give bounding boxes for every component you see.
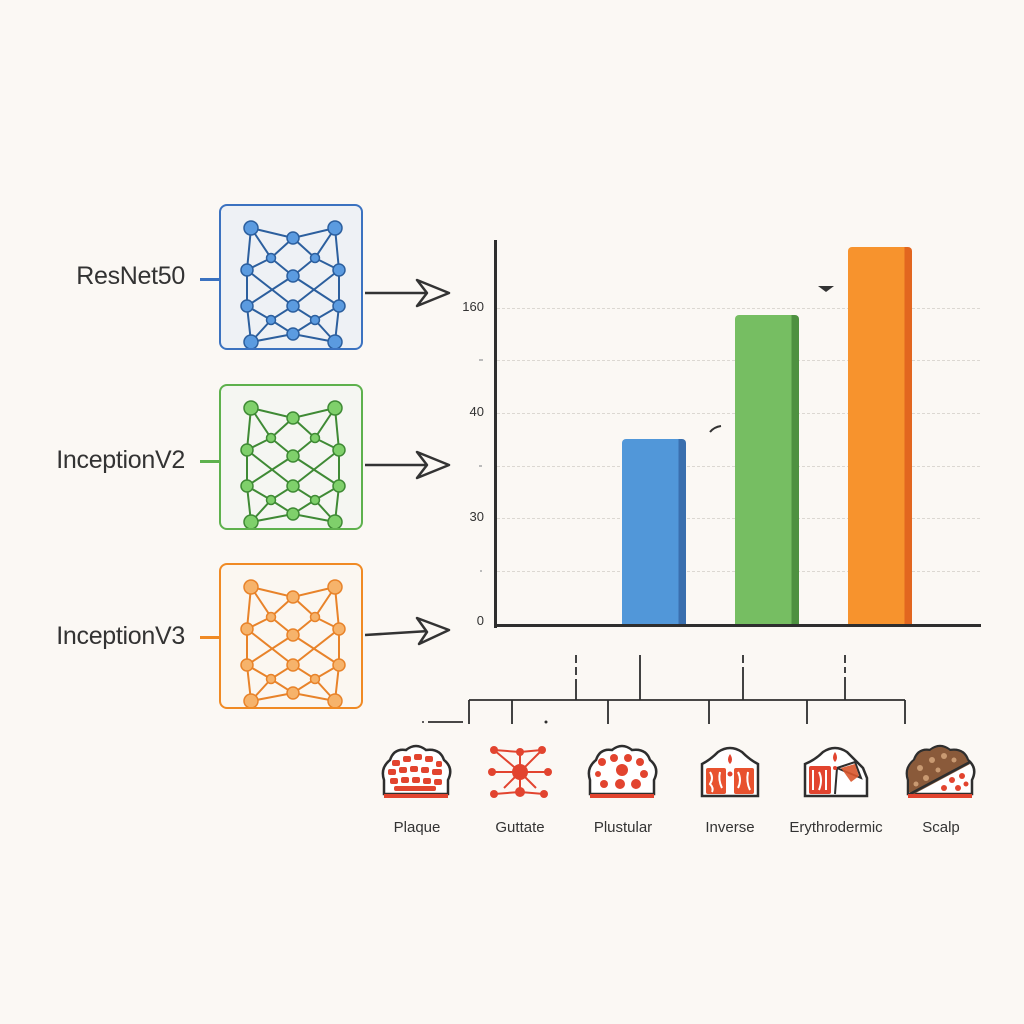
y-tick-label: 0 [476, 613, 484, 628]
category-label-guttate: Guttate [495, 819, 545, 836]
model-label-resnet50: ResNet50 [76, 262, 185, 290]
pustular-lesion-icon [587, 744, 658, 798]
neural-network-icon [240, 220, 346, 350]
category-label-pustular: Plustular [593, 819, 653, 836]
model-connector [200, 278, 219, 281]
model-connector [200, 460, 219, 463]
neural-network-icon [240, 400, 346, 530]
model-connector [200, 636, 219, 639]
category-label-plaque: Plaque [393, 819, 441, 836]
y-tick-label: 160 [462, 299, 484, 314]
y-minor-tick [479, 359, 483, 361]
arrow-right-icon [365, 450, 451, 480]
bar-inceptionv3[interactable] [848, 247, 912, 625]
plaque-lesion-icon [381, 744, 452, 798]
gridline [497, 308, 980, 309]
y-tick-label: 30 [469, 509, 484, 524]
model-label-inceptionv3: InceptionV3 [56, 622, 185, 650]
y-tick-label: 40 [469, 404, 484, 419]
scalp-lesion-icon [905, 744, 976, 798]
guttate-lesion-icon [488, 746, 552, 798]
inceptionv2-network-box[interactable] [219, 384, 363, 530]
inceptionv3-network-box[interactable] [219, 563, 363, 709]
category-label-inverse: Inverse [705, 819, 755, 836]
erythrodermic-lesion-icon [803, 746, 869, 798]
bar-inceptionv2[interactable] [735, 315, 799, 625]
bar-resnet50[interactable] [622, 439, 686, 625]
category-label-scalp: Scalp [922, 819, 960, 836]
neural-network-icon [240, 579, 346, 709]
y-minor-tick [480, 570, 482, 572]
y-axis [494, 240, 497, 628]
inverse-lesion-icon [700, 746, 760, 798]
category-tree-connector [422, 655, 906, 724]
arrow-right-icon [365, 616, 451, 646]
category-label-erythrodermic: Erythrodermic [789, 819, 883, 836]
resnet50-network-box[interactable] [219, 204, 363, 350]
small-arrow-mark-icon [818, 286, 834, 292]
y-minor-tick [479, 465, 482, 467]
small-arrow-mark-icon [709, 425, 722, 433]
model-label-inceptionv2: InceptionV2 [56, 446, 185, 474]
arrow-right-icon [365, 278, 451, 308]
x-axis [494, 624, 981, 627]
